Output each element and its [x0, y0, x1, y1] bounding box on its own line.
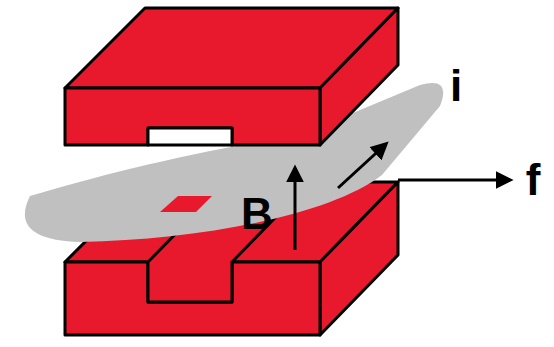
current-arrow	[338, 144, 386, 188]
current-label: i	[450, 64, 462, 108]
top-pole	[65, 8, 398, 145]
field-arrow	[294, 168, 297, 250]
force-arrow	[398, 179, 510, 182]
field-label: B	[241, 192, 273, 236]
conductor-strip	[25, 83, 443, 242]
force-label: f	[526, 158, 541, 202]
